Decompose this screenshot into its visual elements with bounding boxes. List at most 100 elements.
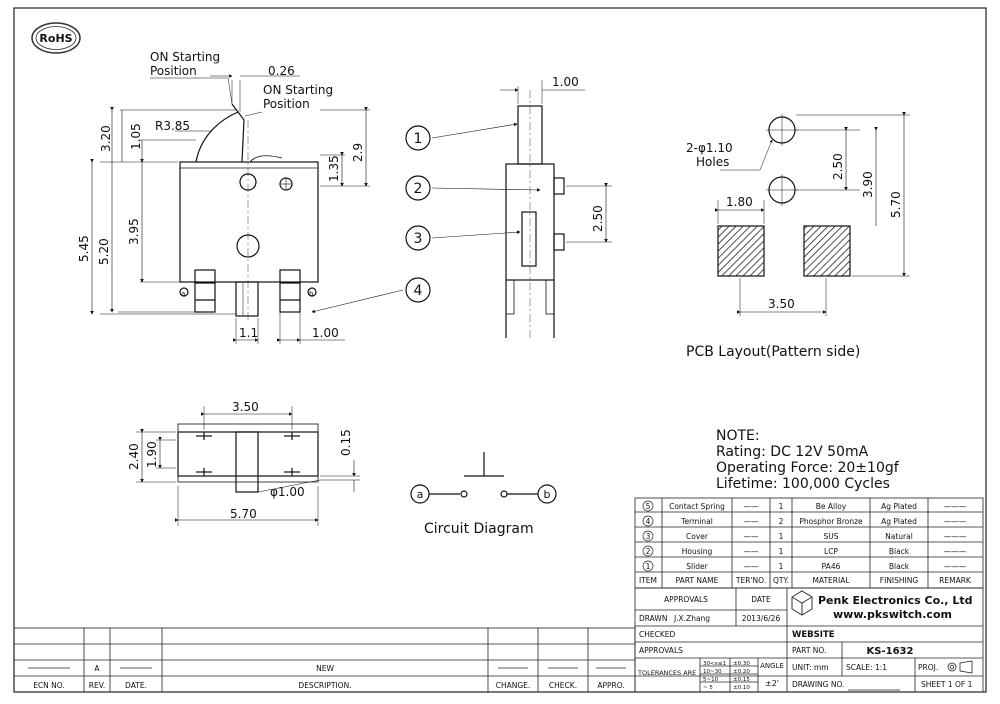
pcb-labels: 2-φ1.10 Holes 2.50 3.90 5.70 1.80 3.50 P… [686, 141, 903, 360]
tb-part-no: KS-1632 [867, 646, 914, 657]
dim-1-00-side: 1.00 [312, 326, 339, 340]
rev-header-change: CHANGE. [496, 681, 531, 690]
bom-cell-terno: —— [744, 562, 760, 571]
bom-cell-material: SUS [823, 532, 838, 541]
tb-drawn-by: J.X.Zhang [673, 614, 710, 623]
bom-cell-material: Be Alloy [816, 502, 847, 511]
side-view [90, 74, 370, 344]
bom-cell-finishing: Black [889, 547, 910, 556]
bom-cell-terno: —— [744, 517, 760, 526]
terminal-a-label: a [181, 290, 185, 298]
tol-value-3: ±0.15 [733, 677, 750, 683]
bom-cell-part: Slider [686, 562, 708, 571]
dim-r3-85: R3.85 [155, 119, 190, 133]
circuit-labels: a b Circuit Diagram [417, 488, 551, 537]
bom-cell-remark: ——— [944, 562, 967, 571]
bom-cell-material: PA46 [822, 562, 841, 571]
bom-cell-material: Phosphor Bronze [799, 517, 863, 526]
note-operating-force: Operating Force: 20±10gf [716, 460, 900, 476]
circuit-diagram [410, 452, 557, 504]
terminal-b-label: b [309, 290, 314, 298]
tb-drawing-no: DRAWING NO. [792, 680, 844, 689]
callout-3: 3 [414, 231, 423, 247]
tol-range-4: ~ 5 [703, 685, 713, 691]
dim-2-40-bottom: 2.40 [127, 443, 141, 470]
tb-drawn: DRAWN [639, 614, 667, 623]
bom-item-circle [642, 545, 654, 557]
dim-phi-1-00: φ1.00 [270, 485, 305, 499]
bom-cell-item: 3 [646, 532, 651, 541]
dim-5-70-bottom: 5.70 [230, 507, 257, 521]
tol-range-2: 10~30 [703, 669, 722, 675]
title-block-text: APPROVALS DATE DRAWN J.X.Zhang 2013/6/26… [637, 590, 973, 691]
notes: NOTE: Rating: DC 12V 50mA Operating Forc… [716, 428, 900, 492]
label-on-start-1b: Position [150, 64, 197, 78]
rev-header-description: DESCRIPTION. [298, 681, 351, 690]
dim-1-05: 1.05 [129, 123, 143, 150]
tol-range-3: 5~10 [703, 677, 719, 683]
revision-text: A NEW ECN NO. REV. DATE. DESCRIPTION. CH… [33, 664, 624, 690]
note-rating: Rating: DC 12V 50mA [716, 444, 869, 460]
callout-4: 4 [414, 283, 423, 299]
dim-3-50-bottom: 3.50 [232, 400, 259, 414]
tb-unit: UNIT: mm [792, 663, 829, 672]
tol-value-1: ±0.30 [733, 661, 750, 667]
bom-cell-terno: —— [744, 502, 760, 511]
rohs-logo: RoHS [31, 22, 81, 54]
circuit-terminal-b: b [544, 488, 551, 501]
bom-cell-part: Contact Spring [669, 502, 725, 511]
bom-cell-item: 2 [646, 547, 651, 556]
rohs-label: RoHS [39, 32, 72, 45]
dim-0-26: 0.26 [268, 64, 295, 78]
bom-header-remark: REMARK [939, 576, 972, 585]
tol-range-1: 30<x≤1 [703, 661, 726, 667]
bom-table [634, 497, 984, 589]
bom-cell-qty: 1 [779, 502, 784, 511]
note-heading: NOTE: [716, 428, 760, 444]
label-on-start-1a: ON Starting [150, 50, 220, 64]
bom-cell-finishing: Ag Plated [881, 517, 917, 526]
bom-cell-remark: ——— [944, 502, 967, 511]
bom-cell-finishing: Natural [885, 532, 913, 541]
tb-website: WEBSITE [792, 630, 835, 640]
bottom-view [136, 406, 360, 526]
rev-header-ecn: ECN NO. [33, 681, 65, 690]
label-on-start-2b: Position [263, 97, 310, 111]
tb-part-no-label: PART NO. [792, 646, 826, 655]
label-holes-1: 2-φ1.10 [686, 141, 733, 155]
tb-angle: ANGLE [760, 662, 784, 670]
tb-scale: SCALE: 1:1 [846, 663, 887, 672]
rev-header-date: DATE. [125, 681, 147, 690]
side-view-labels: ON Starting Position ON Starting Positio… [77, 50, 365, 340]
dim-2-50-pcb: 2.50 [831, 153, 845, 180]
rev-value: A [94, 664, 100, 673]
bom-cell-item: 1 [646, 562, 651, 571]
bom-header-item: ITEM [639, 576, 657, 585]
rev-header-check: CHECK. [549, 681, 577, 690]
bom-cell-item: 5 [646, 502, 651, 511]
bom-cell-terno: —— [744, 547, 760, 556]
projection-symbol-icon [947, 660, 973, 674]
bottom-view-labels: 3.50 2.40 1.90 0.15 φ1.00 5.70 [127, 400, 353, 521]
bom-cell-qty: 1 [779, 547, 784, 556]
dim-5-70-pcb: 5.70 [889, 191, 903, 218]
bom-cell-remark: ——— [944, 532, 967, 541]
dim-3-20: 3.20 [99, 125, 113, 152]
company-url: www.pkswitch.com [833, 608, 952, 621]
callout-1: 1 [414, 131, 423, 147]
bom-cell-part: Housing [682, 547, 713, 556]
bom-header-part: PART NAME [676, 576, 719, 585]
dim-3-90-pcb: 3.90 [861, 171, 875, 198]
bom-item-circle [642, 560, 654, 572]
bom-cell-finishing: Black [889, 562, 910, 571]
circuit-terminal-a: a [417, 488, 424, 501]
tb-date: DATE [751, 595, 771, 604]
note-lifetime: Lifetime: 100,000 Cycles [716, 476, 890, 492]
end-view [311, 80, 612, 340]
end-view-labels: 1.00 2.50 1 2 3 4 [414, 75, 605, 299]
bom-cell-qty: 2 [779, 517, 784, 526]
dim-1-1: 1.1 [239, 326, 258, 340]
